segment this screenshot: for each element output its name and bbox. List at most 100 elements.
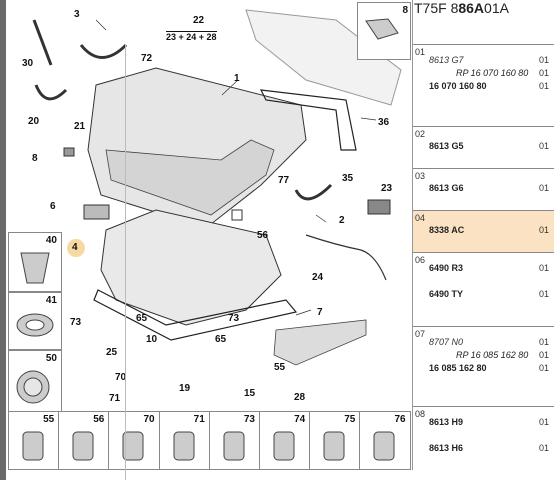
box-56 (231, 209, 243, 221)
tile-56: 56 (58, 411, 110, 470)
tile-41-label: 41 (45, 295, 57, 306)
callout-23: 23 (381, 183, 393, 194)
tile-41: 41 (8, 292, 62, 350)
tile-40: 40 (8, 232, 62, 292)
part-reference: 8338 AC (429, 225, 465, 235)
trim-seal (93, 289, 298, 341)
part-quantity: 01 (539, 289, 550, 299)
row-index: 04 (415, 213, 426, 223)
part-6 (83, 204, 110, 220)
part-quantity: 01 (539, 141, 550, 151)
part-reference: 6490 R3 (429, 263, 464, 273)
part-quantity: 01 (539, 55, 550, 65)
callout-21: 21 (74, 121, 86, 132)
callout-24: 24 (312, 272, 324, 283)
part-quantity: 01 (539, 417, 550, 427)
part-reference: RP 16 085 162 80 (456, 350, 529, 360)
part-23 (367, 199, 391, 215)
callout-6: 6 (50, 201, 56, 212)
row-index: 02 (415, 129, 426, 139)
part-reference: 16 085 162 80 (429, 363, 487, 373)
callout-35: 35 (342, 173, 354, 184)
part-quantity: 01 (539, 337, 550, 347)
callout-3: 3 (74, 9, 80, 20)
tile-label: 74 (294, 414, 306, 425)
header-prefix: T75F 8 (414, 0, 459, 16)
row-index: 01 (415, 47, 426, 57)
tile-50-label: 50 (45, 353, 57, 364)
callout-28: 28 (294, 392, 306, 403)
row-index: 07 (415, 329, 426, 339)
tile-71: 71 (158, 411, 210, 470)
highlight-marker-4 (67, 239, 85, 257)
callout-70: 70 (115, 372, 127, 383)
callout-15: 15 (244, 388, 256, 399)
tile-label: 75 (344, 414, 356, 425)
callout-55: 55 (274, 362, 286, 373)
part-reference: 8613 G5 (429, 141, 464, 151)
part-quantity: 01 (539, 350, 550, 360)
part-reference: 8613 G7 (429, 55, 464, 65)
part-reference: 8613 H6 (429, 443, 464, 453)
tile-74: 74 (259, 411, 311, 470)
callout-10: 10 (146, 334, 158, 345)
callout-71: 71 (109, 393, 121, 404)
callout-30: 30 (22, 58, 34, 69)
tile-40-label: 40 (45, 235, 57, 246)
header-suffix: 01A (484, 0, 509, 16)
part-quantity: 01 (539, 81, 550, 91)
callout-25: 25 (106, 347, 118, 358)
tile-label: 55 (43, 414, 55, 425)
tile-75: 75 (309, 411, 361, 470)
header-code: 86A (458, 0, 485, 16)
part-8-clip (63, 147, 75, 157)
part-quantity: 01 (539, 443, 550, 453)
callout-8b: 8 (32, 153, 38, 164)
tile-50: 50 (8, 350, 62, 412)
callout-22: 22 (193, 15, 205, 26)
diagram-drawing (32, 9, 402, 366)
exploded-parts-diagram: 3 22 23 + 24 + 28 30 72 1 20 21 36 8 35 … (6, 0, 413, 470)
part-quantity: 01 (539, 363, 550, 373)
part-reference: 16 070 160 80 (429, 81, 487, 91)
hinge-right (294, 183, 333, 201)
part-reference: 8707 N0 (429, 337, 464, 347)
row-index: 08 (415, 409, 426, 419)
part-reference: 8613 H9 (429, 417, 464, 427)
tile-55: 55 (8, 411, 60, 470)
callout-65a: 65 (136, 313, 148, 324)
tile-76: 76 (359, 411, 411, 470)
callout-20: 20 (28, 116, 40, 127)
part-reference: RP 16 070 160 80 (456, 68, 529, 78)
part-quantity: 01 (539, 225, 550, 235)
tile-8-part (365, 18, 399, 40)
part-reference: 8613 G6 (429, 183, 464, 193)
callout-72: 72 (141, 53, 153, 64)
spoiler (245, 9, 402, 106)
wiring-harness (305, 234, 387, 281)
callout-73b: 73 (228, 313, 240, 324)
diagram-reference: T75F 8 86A 01A (414, 0, 554, 24)
part-quantity: 01 (539, 68, 550, 78)
tile-label: 70 (143, 414, 155, 425)
trim-strip (273, 319, 367, 366)
callout-77: 77 (278, 175, 290, 186)
tile-label: 76 (394, 414, 406, 425)
callout-56: 56 (257, 230, 269, 241)
hinge-left (79, 43, 128, 59)
row-index: 03 (415, 171, 426, 181)
row-index: 06 (415, 255, 426, 265)
callout-7: 7 (317, 307, 323, 318)
callout-4: 4 (72, 242, 78, 253)
inner-trim-panel (100, 209, 282, 326)
tile-70: 70 (108, 411, 160, 470)
tile-label: 73 (243, 414, 255, 425)
